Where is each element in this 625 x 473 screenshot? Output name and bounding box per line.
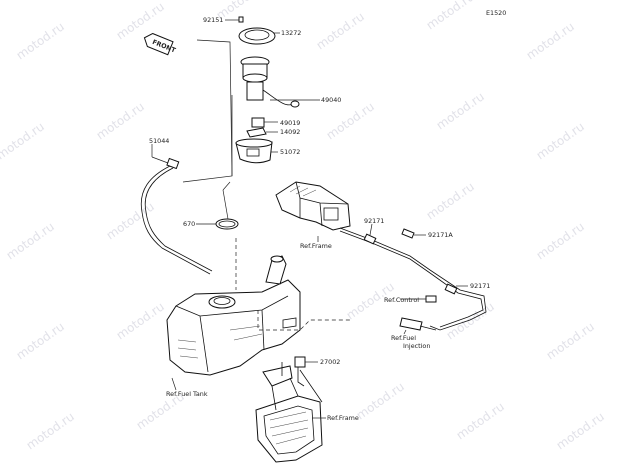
ref-control: Ref.Control [384, 296, 419, 304]
clamp-92171-b [444, 283, 468, 295]
watermark-text: motod.ru [14, 319, 67, 362]
callout-14092: 14092 [280, 128, 300, 136]
watermark-text: motod.ru [434, 89, 487, 132]
lower-frame [255, 362, 326, 463]
watermark-text: motod.ru [14, 19, 67, 62]
fuel-tank [166, 255, 301, 376]
clamp-92171A [401, 228, 426, 239]
watermark-text: motod.ru [314, 9, 367, 52]
diagram-code: E1520 [486, 9, 506, 17]
callout-13272: 13272 [281, 29, 301, 37]
watermark-text: motod.ru [544, 319, 597, 362]
watermark-layer: motod.ru motod.ru motod.ru motod.ru motod.ru… [0, 0, 607, 452]
watermark-text: motod.ru [444, 299, 497, 342]
plate-13272 [238, 27, 280, 45]
watermark-text: motod.ru [0, 119, 47, 162]
bracket-27002 [294, 356, 318, 387]
screw-92151 [225, 16, 244, 23]
injection-connector [399, 317, 437, 335]
callout-49040: 49040 [321, 96, 341, 104]
ref-fuel-injection-2: Injection [403, 342, 430, 350]
watermark-text: motod.ru [524, 19, 577, 62]
callout-51044: 51044 [149, 137, 169, 145]
watermark-text: motod.ru [94, 99, 147, 142]
watermark-text: motod.ru [534, 119, 587, 162]
callout-92171-a: 92171 [364, 217, 384, 225]
front-arrow-icon: FRONT [143, 32, 177, 56]
watermark-text: motod.ru [104, 199, 157, 242]
watermark-text: motod.ru [114, 299, 167, 342]
control-connector [400, 295, 437, 303]
cover-14092 [246, 127, 278, 138]
oring-670 [196, 181, 239, 230]
watermark-text: motod.ru [454, 399, 507, 442]
watermark-text: motod.ru [424, 0, 477, 32]
ref-frame-top: Ref.Frame [300, 242, 332, 250]
upper-frame [275, 181, 351, 231]
fuel-line [339, 227, 487, 331]
callout-92151: 92151 [203, 16, 223, 24]
callout-92171-b: 92171 [470, 282, 490, 290]
callout-27002: 27002 [320, 358, 340, 366]
callout-92171A: 92171A [428, 231, 453, 239]
ref-fuel-tank: Ref.Fuel Tank [166, 390, 208, 398]
watermark-text: motod.ru [324, 99, 377, 142]
pump-bracket-line [182, 39, 233, 183]
callout-49019: 49019 [280, 119, 300, 127]
callout-51072: 51072 [280, 148, 300, 156]
watermark-text: motod.ru [24, 409, 77, 452]
watermark-text: motod.ru [554, 409, 607, 452]
ref-frame-bottom: Ref.Frame [327, 414, 359, 422]
watermark-text: motod.ru [424, 179, 477, 222]
clamp-92171-a [363, 223, 377, 245]
cup-51072 [235, 138, 278, 164]
watermark-text: motod.ru [4, 219, 57, 262]
fuel-pump-49040 [240, 56, 320, 108]
callout-670: 670 [183, 220, 195, 228]
ref-fuel-injection-1: Ref.Fuel [391, 334, 416, 342]
filter-49019 [251, 117, 278, 128]
hose-51044 [140, 144, 213, 275]
watermark-text: motod.ru [354, 379, 407, 422]
watermark-text: motod.ru [534, 219, 587, 262]
